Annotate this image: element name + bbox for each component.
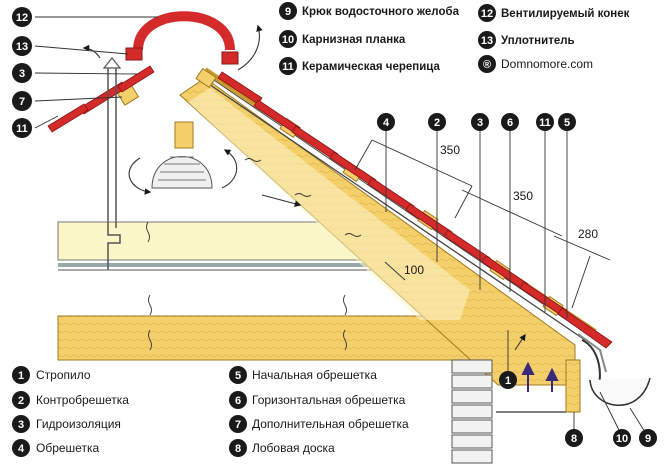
svg-text:11: 11 (539, 117, 551, 129)
svg-text:Лобовая доска: Лобовая доска (252, 441, 335, 455)
legend-item-11: 11 Керамическая черепица (279, 57, 441, 75)
legend-item-13: 13 Уплотнитель (478, 31, 575, 49)
leader-lines (34, 16, 646, 433)
legend-item-1: 1 Стропило (12, 366, 91, 384)
svg-text:9: 9 (645, 433, 651, 445)
svg-text:13: 13 (481, 35, 493, 47)
svg-text:Карнизная планка: Карнизная планка (302, 34, 406, 46)
svg-text:7: 7 (235, 419, 241, 431)
svg-text:2: 2 (434, 117, 440, 129)
dimension-350-a: 350 (440, 143, 460, 157)
legend-bottom: 1 Стропило 2 Контробрешетка 3 Гидроизоляция… (12, 366, 409, 457)
svg-text:Крюк водосточного желоба: Крюк водосточного желоба (302, 6, 460, 18)
svg-text:6: 6 (507, 117, 513, 129)
gutter (589, 377, 651, 406)
callouts-left: 12 13 3 7 11 (12, 7, 32, 138)
upward-arrows (521, 361, 559, 392)
svg-text:Керамическая черепица: Керамическая черепица (302, 61, 441, 73)
dimension-280: 280 (578, 227, 598, 241)
svg-text:2: 2 (18, 395, 24, 407)
svg-text:3: 3 (477, 117, 483, 129)
ceiling-beam (57, 315, 497, 361)
svg-text:10: 10 (616, 433, 628, 445)
fascia-board (565, 359, 581, 413)
legend-item-8: 8 Лобовая доска (229, 439, 335, 457)
airflow-arrows (82, 24, 526, 351)
svg-text:12: 12 (16, 12, 28, 24)
svg-text:Уплотнитель: Уплотнитель (501, 35, 575, 47)
waterproofing-line (199, 77, 586, 341)
slope-insulation (188, 88, 470, 320)
legend-top: 9 Крюк водосточного желоба 10 Карнизная … (279, 2, 630, 75)
legend-item-4: 4 Обрешетка (12, 439, 99, 457)
svg-text:12: 12 (481, 8, 493, 20)
texture-marks (146, 158, 362, 351)
svg-text:Горизонтальная обрешетка: Горизонтальная обрешетка (252, 393, 406, 407)
svg-text:Стропило: Стропило (36, 368, 91, 382)
brick-wall (451, 359, 493, 464)
svg-text:11: 11 (16, 123, 28, 135)
callouts-bottom: 1 8 10 9 (499, 371, 657, 447)
svg-text:Начальная обрешетка: Начальная обрешетка (252, 368, 377, 382)
svg-text:5: 5 (564, 117, 570, 129)
vent-pipe (107, 68, 121, 270)
svg-text:1: 1 (18, 370, 24, 382)
svg-text:10: 10 (282, 34, 294, 46)
svg-text:Гидроизоляция: Гидроизоляция (36, 417, 121, 431)
legend-item-5: 5 Начальная обрешетка (229, 366, 377, 384)
ridge-seal-right (221, 51, 239, 65)
ventilation-window (151, 156, 213, 189)
svg-text:3: 3 (18, 419, 24, 431)
svg-text:13: 13 (16, 41, 28, 53)
callouts-top: 4 2 3 6 11 5 (377, 113, 576, 131)
eaves-strip (577, 333, 607, 373)
svg-text:Вентилируемый конек: Вентилируемый конек (501, 8, 630, 20)
legend-item-site: ® Domnomore.com (478, 55, 593, 73)
svg-text:5: 5 (235, 370, 241, 382)
svg-text:®: ® (483, 59, 491, 71)
legend-item-9: 9 Крюк водосточного желоба (279, 2, 460, 20)
legend-item-10: 10 Карнизная планка (279, 30, 406, 48)
svg-text:11: 11 (282, 61, 294, 73)
svg-text:Обрешетка: Обрешетка (36, 441, 99, 455)
ridge-seal-left (125, 47, 143, 61)
legend-item-7: 7 Дополнительная обрешетка (229, 415, 409, 433)
dimension-100: 100 (404, 263, 424, 277)
svg-text:Дополнительная обрешетка: Дополнительная обрешетка (252, 417, 409, 431)
svg-text:6: 6 (235, 395, 241, 407)
svg-text:9: 9 (285, 6, 291, 18)
legend-item-12: 12 Вентилируемый конек (478, 4, 630, 22)
svg-text:8: 8 (235, 443, 241, 455)
svg-text:8: 8 (571, 433, 577, 445)
legend-item-3: 3 Гидроизоляция (12, 415, 121, 433)
svg-text:4: 4 (18, 443, 25, 455)
ceramic-tiles-right (217, 71, 613, 349)
legend-item-6: 6 Горизонтальная обрешетка (229, 391, 406, 409)
svg-text:Контробрешетка: Контробрешетка (36, 393, 129, 407)
legend-item-2: 2 Контробрешетка (12, 391, 129, 409)
ceramic-tiles-left (47, 65, 155, 133)
svg-text:7: 7 (19, 96, 25, 108)
svg-text:1: 1 (505, 375, 511, 387)
dimension-350-b: 350 (513, 189, 533, 203)
svg-text:Domnomore.com: Domnomore.com (501, 57, 593, 71)
svg-text:3: 3 (19, 68, 25, 80)
ventilated-ridge (133, 11, 235, 51)
svg-text:4: 4 (383, 117, 390, 129)
